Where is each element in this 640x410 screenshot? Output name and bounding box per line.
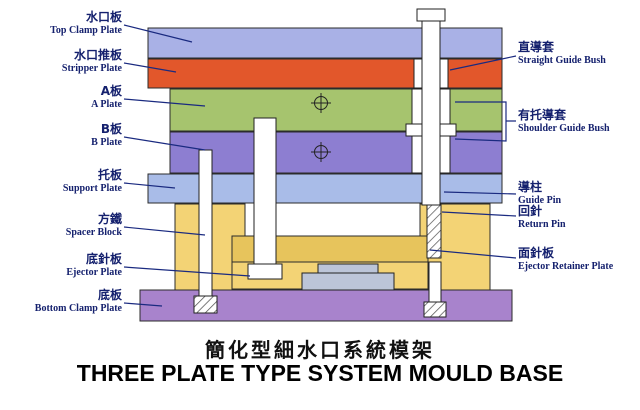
label-zh: 有托導套 — [518, 108, 567, 122]
label-en: Support Plate — [62, 183, 122, 194]
guide-pin-shape — [421, 8, 441, 206]
label-support-plate: 托板 Support Plate — [4, 168, 122, 195]
leader-line — [449, 55, 517, 71]
leader-bracket — [454, 101, 516, 142]
label-stripper-plate: 水口推板 Stripper Plate — [4, 48, 122, 75]
label-zh: 托板 — [97, 168, 122, 182]
leader-line — [123, 98, 206, 107]
guide-pin-head-shape — [416, 8, 446, 22]
center-mark-icon — [311, 93, 331, 113]
b-plate-shape — [169, 131, 503, 174]
support-pillar-head-shape — [247, 263, 283, 280]
ejector-guide-bolt-head-hatch — [193, 295, 218, 314]
label-en: Straight Guide Bush — [518, 55, 606, 66]
leader-line — [443, 191, 517, 195]
return-pin-hatch — [426, 204, 442, 259]
leader-line — [123, 24, 193, 43]
label-top-clamp-plate: 水口板 Top Clamp Plate — [4, 10, 122, 37]
stripper-plate-shape — [147, 58, 503, 89]
label-en: Ejector Retainer Plate — [518, 261, 614, 272]
label-zh: B板 — [100, 122, 122, 136]
label-zh: 水口板 — [85, 10, 122, 24]
label-en: Shoulder Guide Bush — [518, 123, 610, 134]
label-shoulder-guide-bush: 有托導套 Shoulder Guide Bush — [518, 108, 640, 135]
label-return-pin: 回針 Return Pin — [518, 204, 640, 231]
label-en: Stripper Plate — [61, 63, 122, 74]
label-zh: 底針板 — [85, 252, 122, 266]
diagram-title-english: THREE PLATE TYPE SYSTEM MOULD BASE — [76, 360, 564, 386]
label-zh: 回針 — [518, 204, 543, 218]
leader-line — [429, 249, 517, 259]
ejector-guide-bolt-shape — [198, 149, 213, 297]
label-en: Bottom Clamp Plate — [34, 303, 122, 314]
stop-bolt-head-hatch — [423, 301, 447, 318]
leader-line — [123, 302, 163, 307]
label-zh: 水口推板 — [73, 48, 122, 62]
support-pillar-shape — [253, 117, 277, 265]
label-en: A Plate — [91, 99, 122, 110]
leader-line — [123, 266, 251, 277]
label-en: Top Clamp Plate — [50, 25, 122, 36]
label-ejector-plate: 底針板 Ejector Plate — [4, 252, 122, 279]
stop-bolt-shape — [428, 261, 442, 303]
bottom-boss-shape — [301, 272, 395, 291]
label-guide-pin: 導柱 Guide Pin — [518, 180, 640, 207]
label-spacer-block: 方鐵 Spacer Block — [4, 212, 122, 239]
label-ejector-retainer-plate: 面針板 Ejector Retainer Plate — [518, 246, 640, 273]
label-en: Ejector Plate — [66, 267, 122, 278]
leader-line — [123, 136, 206, 151]
diagram-title-chinese: 簡化型細水口系統模架 — [205, 338, 435, 362]
label-en: B Plate — [91, 137, 122, 148]
leader-line — [441, 211, 517, 217]
leader-line — [123, 62, 177, 73]
label-zh: 底板 — [97, 288, 122, 302]
label-bottom-clamp-plate: 底板 Bottom Clamp Plate — [4, 288, 122, 315]
label-en: Return Pin — [518, 219, 566, 230]
center-mark-icon — [311, 142, 331, 162]
label-zh: 方鐵 — [97, 212, 122, 226]
bottom-boss-step-shape — [317, 263, 379, 274]
label-zh: 導柱 — [518, 180, 543, 194]
leader-line — [123, 226, 206, 236]
label-straight-guide-bush: 直導套 Straight Guide Bush — [518, 40, 640, 67]
top-clamp-plate-shape — [147, 27, 503, 59]
leader-line — [123, 182, 176, 189]
label-zh: 面針板 — [518, 246, 555, 260]
label-zh: 直導套 — [518, 40, 555, 54]
label-zh: A板 — [100, 84, 122, 98]
label-en: Spacer Block — [65, 227, 122, 238]
label-a-plate: A板 A Plate — [4, 84, 122, 111]
label-en: Guide Pin — [518, 195, 562, 206]
label-b-plate: B板 B Plate — [4, 122, 122, 149]
